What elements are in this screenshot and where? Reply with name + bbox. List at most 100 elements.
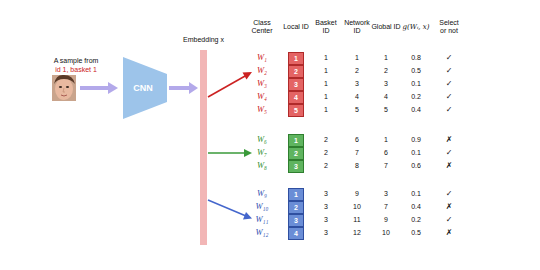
global-id: 3 [384,80,388,88]
network-id: 1 [355,54,359,62]
select-mark: ✓ [446,79,453,88]
class-center: W₄ [257,92,267,102]
arrow-head [189,82,198,94]
class-center: W₉ [257,189,267,199]
red-arrow [208,72,252,97]
network-name: CNN [133,83,153,93]
network-id: 2 [355,67,359,75]
embedding-heading: Embedding x [183,36,224,43]
score-value: 0.4 [411,203,421,211]
class-center: W₆ [257,135,267,145]
basket-id: 3 [324,203,328,211]
network-id: 6 [355,136,359,144]
network-id: 10 [353,203,361,211]
score-value: 0.2 [411,216,421,224]
class-center: W₁ [257,53,267,63]
face-photo [52,75,76,101]
basket-id: 1 [324,80,328,88]
select-mark: ✓ [446,215,453,224]
class-center: W₇ [257,148,267,158]
local-id-cell: 1 [288,134,304,147]
blue-arrow [208,200,252,220]
global-id: 9 [384,216,388,224]
class-center: W₈ [257,161,267,171]
network-id: 7 [355,149,359,157]
class-center: W₃ [257,79,267,89]
local-id-number: 3 [294,81,298,88]
cnn-trapezoid: CNN [123,57,167,119]
arrow-shaft [208,76,246,98]
basket-id: 2 [324,162,328,170]
nose [63,88,65,92]
select-mark: ✗ [446,228,453,237]
arrow-head [243,212,252,220]
select-mark: ✓ [446,66,453,75]
score-value: 0.5 [411,229,421,237]
global-id: 2 [384,67,388,75]
sample-caption: A sample from [54,57,99,65]
local-id-number: 1 [294,191,298,198]
score-value: 0.1 [411,149,421,157]
arrow-head [244,149,252,157]
network-id: 11 [353,216,360,224]
score-value: 0.1 [411,190,421,198]
score-value: 0.8 [411,54,421,62]
score-value: 0.2 [411,93,421,101]
basket-id: 1 [324,93,328,101]
class-center: W₁₂ [256,228,269,238]
basket-id: 2 [324,149,328,157]
arrow-shaft [208,200,246,216]
global-id: 10 [382,229,390,237]
local-id-cell: 2 [288,201,304,214]
arrow-head [243,72,253,80]
trapezoid-shape [123,57,167,119]
arrow-shaft [169,86,190,90]
local-id-cell: 1 [288,188,304,201]
hair [54,75,75,84]
mouth [61,95,67,96]
column-header: Select or not [436,19,462,35]
local-id-number: 4 [294,230,298,237]
local-id-cell: 3 [288,78,304,91]
network-id: 8 [355,162,359,170]
score-value: 0.6 [411,162,421,170]
network-id: 4 [355,93,359,101]
global-id: 3 [384,190,388,198]
green-arrow [208,149,252,157]
eye [66,86,69,88]
score-value: 0.1 [411,80,421,88]
global-id: 7 [384,162,388,170]
local-id-cell: 4 [288,227,304,240]
score-value: 0.4 [411,106,421,114]
local-id-number: 1 [294,137,298,144]
basket-id: 2 [324,136,328,144]
flow-arrow [169,82,198,94]
network-id: 5 [355,106,359,114]
select-mark: ✓ [446,53,453,62]
global-id: 1 [384,54,388,62]
local-id-number: 4 [294,94,298,101]
basket-id: 1 [324,67,328,75]
basket-id: 1 [324,106,328,114]
score-value: 0.5 [411,67,421,75]
global-id: 4 [384,93,388,101]
column-header: Basket ID [311,19,341,35]
network-id: 9 [355,190,359,198]
column-header: Local ID [281,23,311,31]
local-id-number: 3 [294,163,298,170]
local-id-cell: 3 [288,160,304,173]
arrow-head [108,82,118,94]
select-mark: ✗ [446,135,453,144]
local-id-cell: 3 [288,214,304,227]
global-id: 6 [384,149,388,157]
network-id: 3 [355,80,359,88]
local-id-cell: 2 [288,147,304,160]
embedding-bar: Embedding x [200,50,207,245]
input-arrow [80,82,118,94]
network-id: 12 [353,229,361,237]
class-center: W₁₀ [256,202,269,212]
local-id-number: 2 [294,204,298,211]
arrow-shaft [208,152,246,154]
